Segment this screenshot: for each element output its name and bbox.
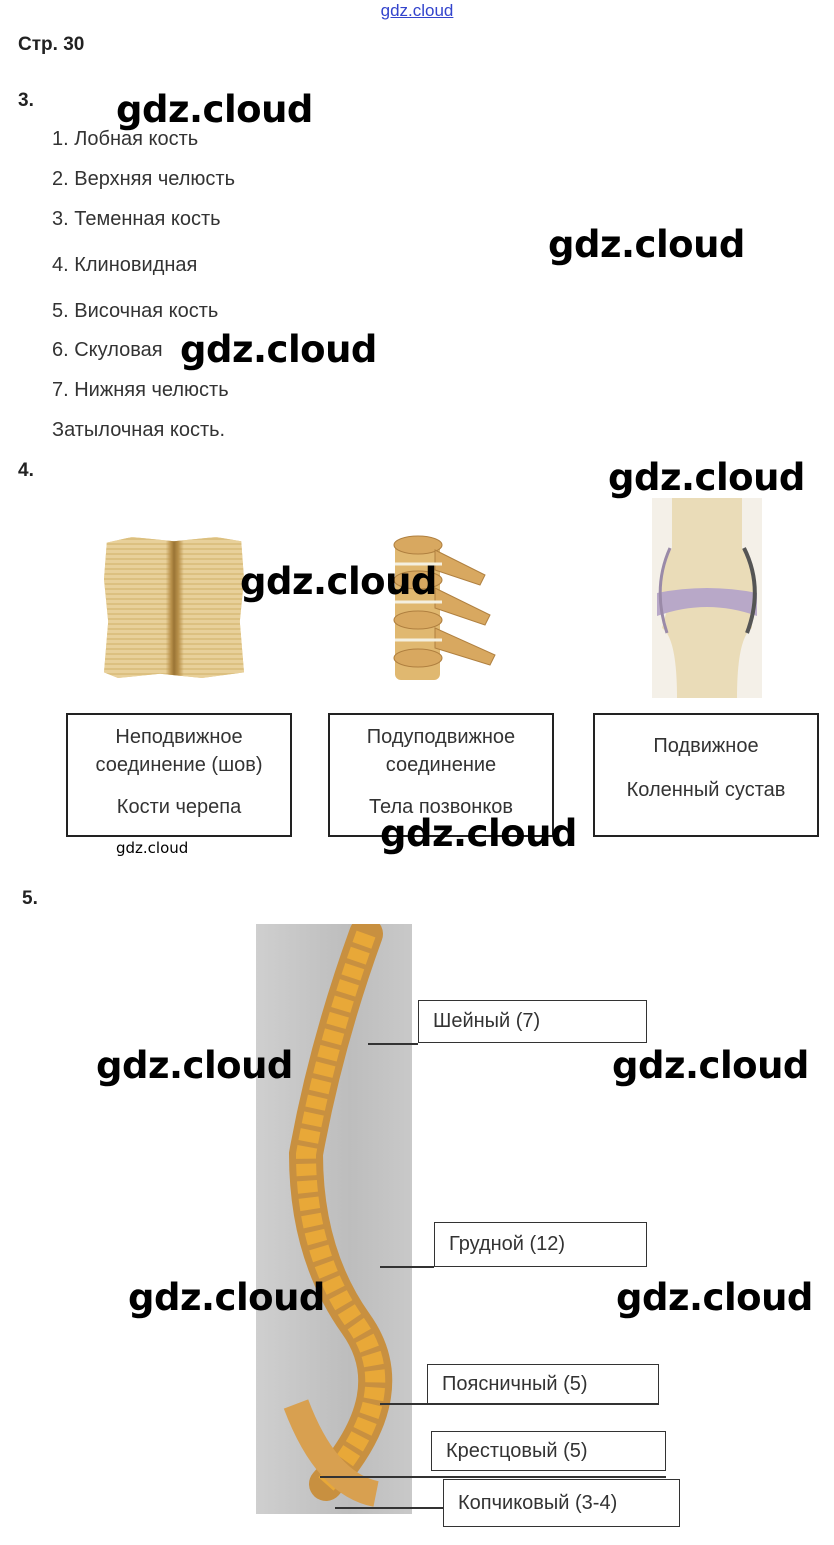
joint-box-semimovable: Подуподвижное соединение Тела позвонков: [328, 713, 554, 837]
list-item: 7. Нижняя челюсть: [52, 379, 229, 401]
joint-example: Тела позвонков: [368, 796, 514, 818]
task5-number: 5.: [22, 888, 38, 909]
joint-example: Коленный сустав: [626, 779, 786, 801]
joint-type: Подуподвижное соединение: [366, 726, 516, 776]
watermark: gdz.cloud: [128, 1276, 325, 1319]
label-lumbar: Поясничный (5): [427, 1364, 659, 1404]
joint-type: Неподвижное соединение (шов): [95, 726, 263, 776]
spine-image: [256, 917, 412, 1514]
top-link[interactable]: gdz.cloud: [380, 1, 454, 20]
watermark: gdz.cloud: [608, 456, 805, 499]
list-item: 5. Височная кость: [52, 300, 219, 322]
joint-box-movable: Подвижное Коленный сустав: [593, 713, 819, 837]
watermark: gdz.cloud: [240, 560, 437, 603]
label-coccygeal: Копчиковый (3-4): [443, 1479, 680, 1527]
watermark: gdz.cloud: [116, 88, 313, 131]
list-item: 4. Клиновидная: [52, 254, 198, 276]
task3-number: 3.: [18, 90, 34, 111]
page-heading: Стр. 30: [18, 34, 85, 55]
pointer-line: [380, 1266, 434, 1268]
task4-number: 4.: [18, 460, 34, 481]
watermark-small: gdz.cloud: [116, 839, 189, 857]
list-item: Затылочная кость.: [52, 419, 226, 441]
watermark: gdz.cloud: [548, 223, 745, 266]
joint-example: Кости черепа: [116, 796, 242, 818]
list-item: 3. Теменная кость: [52, 208, 221, 230]
label-thoracic: Грудной (12): [434, 1222, 647, 1267]
watermark: gdz.cloud: [380, 812, 577, 855]
watermark: gdz.cloud: [96, 1044, 293, 1087]
vertebrae-image: [393, 535, 496, 680]
list-item: 6. Скуловая: [52, 339, 163, 361]
joint-type: Подвижное: [653, 735, 759, 757]
watermark: gdz.cloud: [616, 1276, 813, 1319]
watermark: gdz.cloud: [612, 1044, 809, 1087]
list-item: 2. Верхняя челюсть: [52, 168, 235, 190]
label-cervical: Шейный (7): [418, 1000, 647, 1043]
skull-suture-image: [104, 537, 244, 678]
pointer-line: [368, 1043, 418, 1045]
knee-joint-image: [652, 498, 762, 698]
joint-box-immovable: Неподвижное соединение (шов) Кости череп…: [66, 713, 292, 837]
label-sacral: Крестцовый (5): [431, 1431, 666, 1471]
pointer-line: [320, 1476, 666, 1478]
pointer-line: [335, 1507, 443, 1509]
watermark: gdz.cloud: [180, 328, 377, 371]
list-item: 1. Лобная кость: [52, 128, 199, 150]
